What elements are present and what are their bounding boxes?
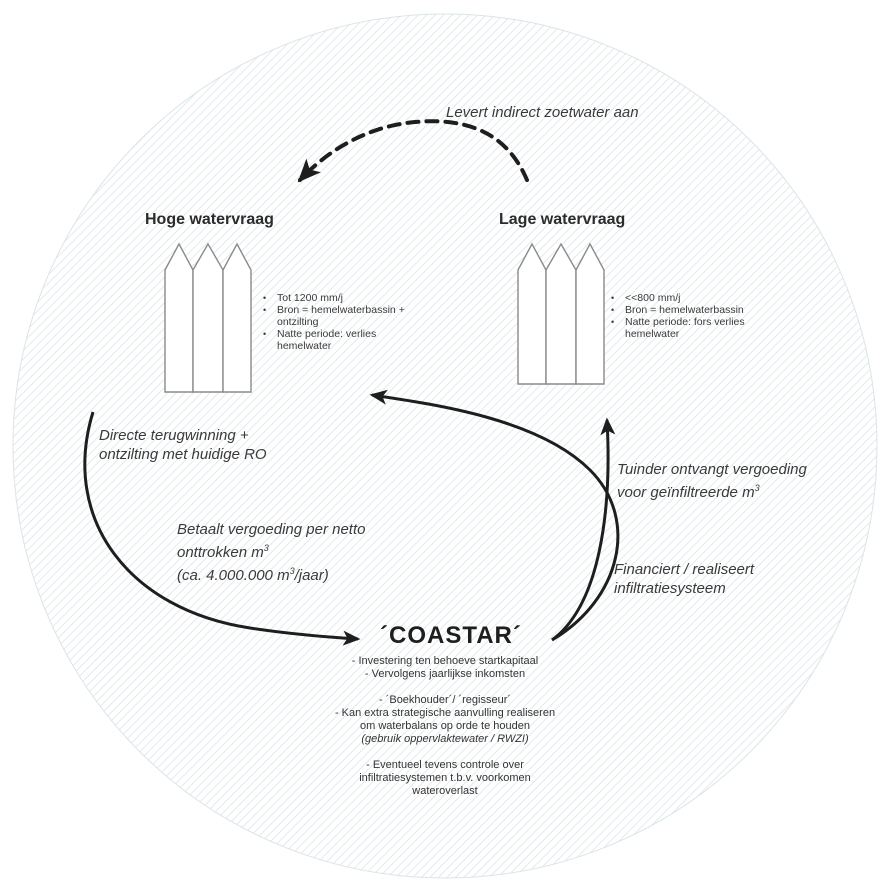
coastar-line-7: - Eventueel tevens controle over [366,759,524,771]
betaalt-line-3: (ca. 4.000.000 m3/jaar) [177,562,365,585]
coastar-gap-2 [260,746,630,759]
financiert-line-2: infiltratiesysteem [614,580,726,597]
coastar-line-5: om waterbalans op orde te houden [359,720,530,732]
label-financiert: Financiert / realiseert infiltratiesyste… [614,560,754,598]
label-betaalt-vergoeding: Betaalt vergoeding per netto onttrokken … [177,520,365,585]
tuinder-line-2-text: voor geïnfiltreerde m [617,484,755,501]
directe-line-2: ontzilting met huidige RO [99,446,267,463]
coastar-gap-1 [260,681,630,694]
greenhouse-left-icon [164,242,252,393]
right-bullet-3-cont: hemelwater [625,328,680,340]
left-bullet-1: Tot 1200 mm/j [263,292,405,304]
right-node-title: Lage watervraag [499,211,626,228]
coastar-line-3: - ´Boekhouder´/ ´regisseur´ [378,694,512,706]
coastar-title: ´COASTAR´ [380,622,522,649]
coastar-line-4: - Kan extra strategische aanvulling real… [334,707,556,719]
greenhouse-right-icon [517,242,605,385]
coastar-line-2: - Vervolgens jaarlijkse inkomsten [364,668,526,680]
left-bullet-2: Bron = hemelwaterbassin + [263,304,405,316]
left-bullet-2-cont: ontzilting [277,316,319,328]
coastar-line-8: infiltratiesystemen t.b.v. voorkomen [359,772,531,784]
betaalt-line-1: Betaalt vergoeding per netto [177,521,366,538]
left-bullet-3-cont: hemelwater [277,340,332,352]
financiert-line-1: Financiert / realiseert [614,561,755,578]
betaalt-line-2: onttrokken m3 [177,539,365,562]
tuinder-line-2: voor geïnfiltreerde m3 [617,479,807,502]
coastar-line-9: wateroverlast [412,785,478,797]
top-arrow-label: Levert indirect zoetwater aan [446,104,639,121]
betaalt-line-3-text: (ca. 4.000.000 m [177,567,290,584]
label-tuinder-ontvangt: Tuinder ontvangt vergoeding voor geïnfil… [617,460,807,502]
background-circle [12,13,878,879]
arrow-to-coastar [83,411,361,646]
betaalt-sup-1: 3 [263,543,269,553]
right-node-bullets: <<800 mm/j Bron = hemelwaterbassin Natte… [611,292,745,340]
betaalt-sup-2: 3 [289,566,295,576]
betaalt-line-2-text: onttrokken m [177,544,264,561]
tuinder-sup: 3 [754,483,760,493]
left-bullet-3: Natte periode: verlies [263,328,405,340]
right-bullet-3: Natte periode: fors verlies [611,316,745,328]
coastar-line-1: - Investering ten behoeve startkapitaal [351,655,539,667]
arrow-coastar-to-hoge [369,389,620,642]
coastar-description: - Investering ten behoeve startkapitaal … [260,655,630,798]
right-bullet-1: <<800 mm/j [611,292,745,304]
coastar-line-6: (gebruik oppervlaktewater / RWZI) [361,733,529,745]
tuinder-line-1: Tuinder ontvangt vergoeding [617,461,807,478]
left-node-bullets: Tot 1200 mm/j Bron = hemelwaterbassin + … [263,292,405,352]
dashed-arrow-top [297,119,529,183]
betaalt-line-3-tail: /jaar) [294,567,329,584]
right-bullet-2: Bron = hemelwaterbassin [611,304,745,316]
label-directe-terugwinning: Directe terugwinning + ontzilting met hu… [99,426,267,464]
arrow-coastar-to-lage [551,417,616,642]
directe-line-1: Directe terugwinning + [99,427,249,444]
left-node-title: Hoge watervraag [145,211,274,228]
